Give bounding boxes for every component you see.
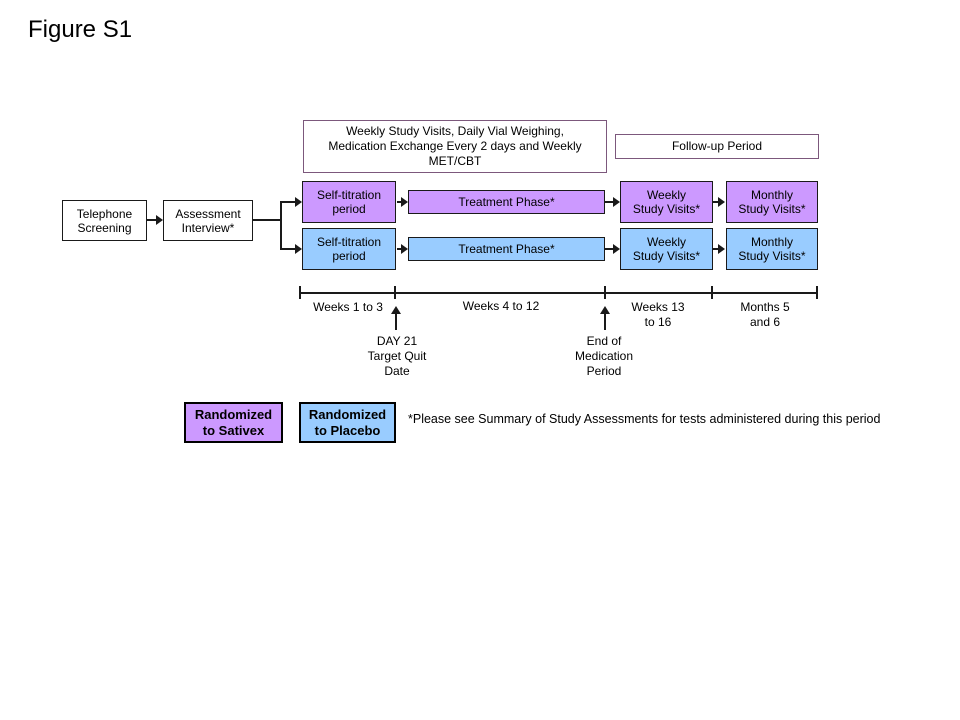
arrow-placebo-2 bbox=[605, 244, 620, 254]
sativex-weekly-visits-box: Weekly Study Visits* bbox=[620, 181, 713, 223]
timeline-label-weeks-1-3: Weeks 1 to 3 bbox=[313, 300, 383, 314]
arrow-placebo-1 bbox=[397, 244, 408, 254]
arrow-sativex-1 bbox=[397, 197, 408, 207]
telephone-screening-box: Telephone Screening bbox=[62, 200, 147, 241]
figure-title: Figure S1 bbox=[28, 16, 133, 43]
legend-randomized-sativex: Randomized to Sativex bbox=[184, 402, 283, 443]
end-medication-label: End of Medication Period bbox=[574, 334, 634, 378]
branch-vertical-line bbox=[280, 201, 282, 249]
branch-stub-line bbox=[253, 219, 282, 221]
day21-arrow-line bbox=[395, 313, 397, 330]
weekly-note-box: Weekly Study Visits, Daily Vial Weighing… bbox=[303, 120, 607, 173]
arrow-branch-to-sativex bbox=[280, 197, 302, 207]
placebo-treatment-phase-box: Treatment Phase* bbox=[408, 237, 605, 261]
arrow-sativex-2 bbox=[605, 197, 620, 207]
end-medication-arrowhead bbox=[600, 306, 610, 314]
sativex-monthly-visits-box: Monthly Study Visits* bbox=[726, 181, 818, 223]
placebo-self-titration-box: Self-titration period bbox=[302, 228, 396, 270]
arrow-telephone-to-assessment bbox=[147, 215, 163, 225]
sativex-self-titration-box: Self-titration period bbox=[302, 181, 396, 223]
day21-target-quit-label: DAY 21 Target Quit Date bbox=[367, 334, 427, 378]
timeline-tick-week16 bbox=[711, 286, 713, 299]
timeline-label-weeks-4-12: Weeks 4 to 12 bbox=[462, 299, 540, 313]
assessment-interview-box: Assessment Interview* bbox=[163, 200, 253, 241]
timeline-axis bbox=[300, 292, 818, 294]
timeline-label-weeks-13-16: Weeks 13 to 16 bbox=[631, 300, 685, 329]
arrow-branch-to-placebo bbox=[280, 244, 302, 254]
end-medication-arrow-line bbox=[604, 313, 606, 330]
day21-arrowhead bbox=[391, 306, 401, 314]
timeline-tick-week3 bbox=[394, 286, 396, 299]
followup-period-box: Follow-up Period bbox=[615, 134, 819, 159]
placebo-weekly-visits-box: Weekly Study Visits* bbox=[620, 228, 713, 270]
timeline-tick-week12 bbox=[604, 286, 606, 299]
legend-randomized-placebo: Randomized to Placebo bbox=[299, 402, 396, 443]
arrow-placebo-3 bbox=[713, 244, 725, 254]
timeline-tick-start bbox=[299, 286, 301, 299]
timeline-tick-end bbox=[816, 286, 818, 299]
footnote-text: *Please see Summary of Study Assessments… bbox=[408, 412, 881, 426]
sativex-treatment-phase-box: Treatment Phase* bbox=[408, 190, 605, 214]
timeline-label-months-5-6: Months 5 and 6 bbox=[740, 300, 790, 329]
arrow-sativex-3 bbox=[713, 197, 725, 207]
placebo-monthly-visits-box: Monthly Study Visits* bbox=[726, 228, 818, 270]
